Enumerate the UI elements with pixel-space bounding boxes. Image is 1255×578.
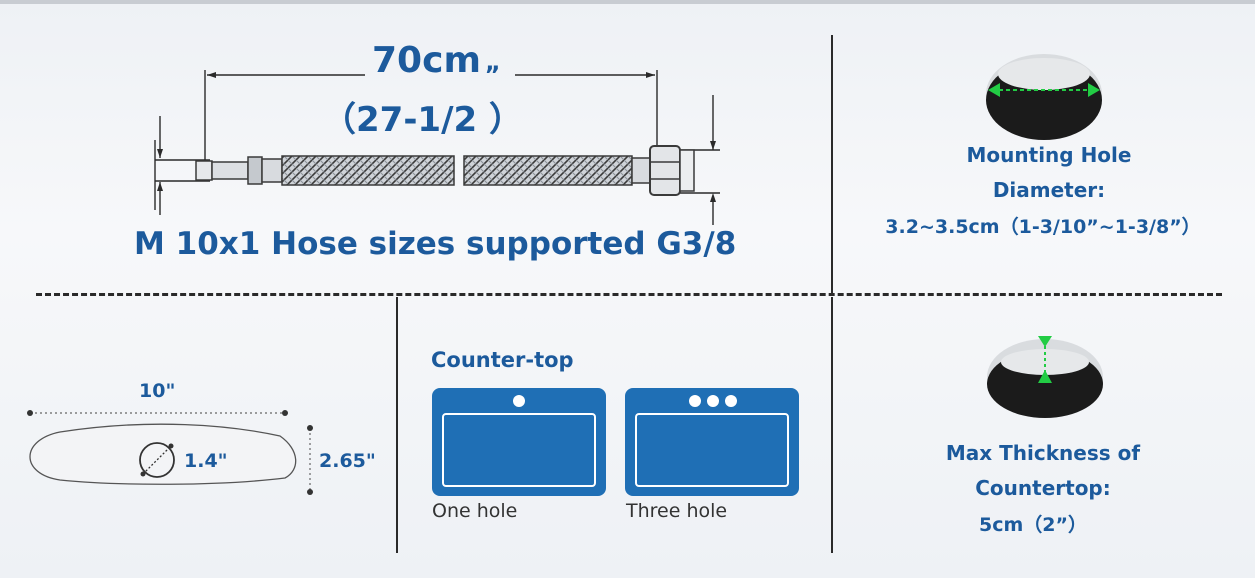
sink-one-hole-label: One hole	[432, 500, 518, 522]
sink-three-hole	[625, 388, 799, 496]
hose-caption: M 10x1 Hose sizes supported G3/8	[134, 226, 737, 262]
thickness-label-line2: Countertop:	[975, 476, 1111, 500]
plate-width-label: 10"	[139, 380, 176, 402]
divider-horizontal-dashed	[36, 293, 1222, 296]
hose-length-cm: 70cm	[372, 40, 481, 81]
thickness-value: 5cm（2”）	[979, 514, 1087, 536]
plate-height-label: 2.65"	[319, 450, 376, 472]
divider-vertical-bottom-middle	[396, 297, 398, 553]
divider-vertical-bottom-right	[831, 297, 833, 553]
mounting-hole-value: 3.2~3.5cm（1-3/10”~1-3/8”）	[885, 216, 1201, 238]
braided-hose	[195, 145, 695, 196]
thickness-label-line1: Max Thickness of	[945, 441, 1141, 465]
mounting-hole-label-line1: Mounting Hole	[966, 143, 1132, 167]
divider-vertical-top-right	[831, 35, 833, 293]
plate-hole-label: 1.4"	[184, 450, 228, 472]
hose-length-inch: （27-1/2 ）	[322, 100, 523, 140]
counter-top-title: Counter-top	[431, 348, 574, 372]
sink-three-hole-label: Three hole	[626, 500, 728, 522]
mounting-hole-icon	[986, 54, 1102, 140]
mounting-hole-label-line2: Diameter:	[992, 178, 1106, 202]
top-border	[0, 0, 1255, 4]
hose-length-quote: „	[485, 48, 501, 76]
plate-diagram	[27, 410, 313, 495]
sink-one-hole	[432, 388, 606, 496]
